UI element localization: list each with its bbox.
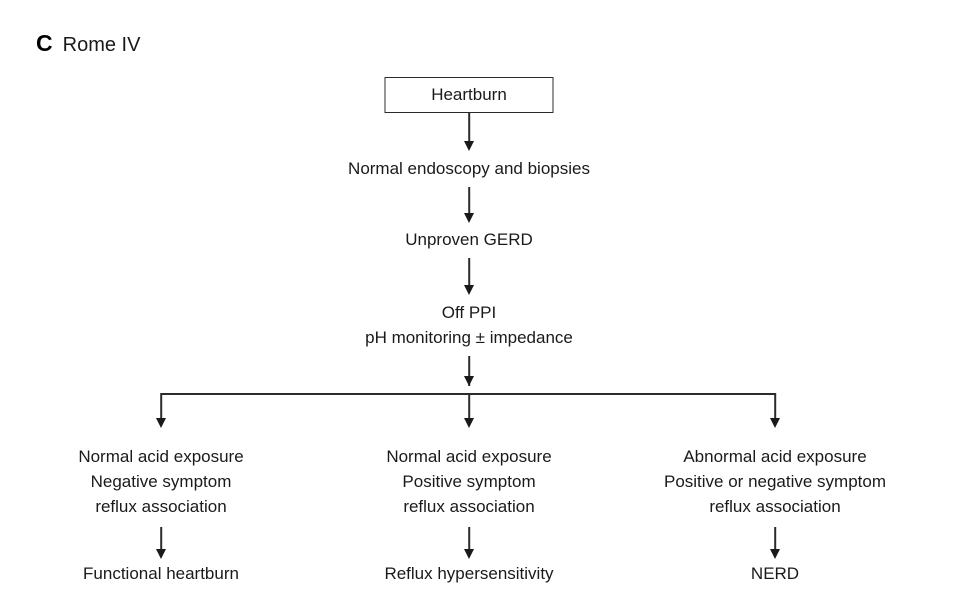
edge-off-ppi-to-bus (468, 356, 470, 386)
node-branch-middle: Normal acid exposure Positive symptom re… (386, 444, 551, 519)
node-outcome-middle: Reflux hypersensitivity (384, 561, 553, 586)
node-branch-right-line3: reflux association (709, 497, 841, 516)
node-outcome-right-label: NERD (750, 564, 800, 583)
node-branch-left-line1: Normal acid exposure (78, 447, 244, 466)
edge-branch-left-outcome (160, 527, 162, 552)
node-off-ppi-line1: Off PPI (441, 303, 497, 322)
node-outcome-middle-label: Reflux hypersensitivity (384, 564, 554, 583)
arrowhead-endoscopy (464, 141, 474, 151)
panel-letter: C (36, 30, 53, 56)
node-branch-right: Abnormal acid exposure Positive or negat… (664, 444, 886, 519)
node-branch-right-line1: Abnormal acid exposure (683, 447, 867, 466)
node-outcome-right: NERD (751, 561, 799, 586)
node-branch-middle-line2: Positive symptom (402, 472, 536, 491)
panel-title: C Rome IV (36, 30, 140, 57)
node-endoscopy: Normal endoscopy and biopsies (348, 156, 590, 181)
arrowhead-branch-left (156, 418, 166, 428)
arrowhead-outcome-right (770, 549, 780, 559)
node-unproven-gerd-label: Unproven GERD (405, 230, 533, 249)
node-branch-middle-line1: Normal acid exposure (386, 447, 552, 466)
node-heartburn-label: Heartburn (431, 85, 507, 104)
arrowhead-bus (464, 376, 474, 386)
node-off-ppi-line2: pH monitoring ± impedance (365, 328, 573, 347)
edge-unproven-gerd-off-ppi (468, 258, 470, 288)
panel-title-text: Rome IV (62, 34, 141, 56)
node-off-ppi: Off PPI pH monitoring ± impedance (365, 300, 573, 350)
edge-bus-branch-right (774, 393, 776, 420)
node-branch-left-line3: reflux association (95, 497, 227, 516)
arrowhead-outcome-middle (464, 549, 474, 559)
node-unproven-gerd: Unproven GERD (405, 227, 533, 252)
node-branch-left: Normal acid exposure Negative symptom re… (78, 444, 243, 519)
arrowhead-branch-right (770, 418, 780, 428)
node-branch-left-line2: Negative symptom (90, 472, 232, 491)
arrowhead-unproven-gerd (464, 213, 474, 223)
arrowhead-branch-middle (464, 418, 474, 428)
node-outcome-left-label: Functional heartburn (83, 564, 239, 583)
edge-bus-branch-middle (468, 393, 470, 420)
edge-bus-branch-left (160, 393, 162, 420)
arrowhead-outcome-left (156, 549, 166, 559)
edge-branch-right-outcome (774, 527, 776, 552)
node-outcome-left: Functional heartburn (83, 561, 239, 586)
node-heartburn: Heartburn (384, 77, 554, 113)
node-branch-middle-line3: reflux association (403, 497, 535, 516)
edge-endoscopy-unproven-gerd (468, 187, 470, 216)
node-endoscopy-label: Normal endoscopy and biopsies (348, 159, 590, 178)
node-branch-right-line2: Positive or negative symptom (663, 472, 887, 491)
arrowhead-off-ppi (464, 285, 474, 295)
edge-heartburn-endoscopy (468, 113, 470, 143)
edge-branch-middle-outcome (468, 527, 470, 552)
